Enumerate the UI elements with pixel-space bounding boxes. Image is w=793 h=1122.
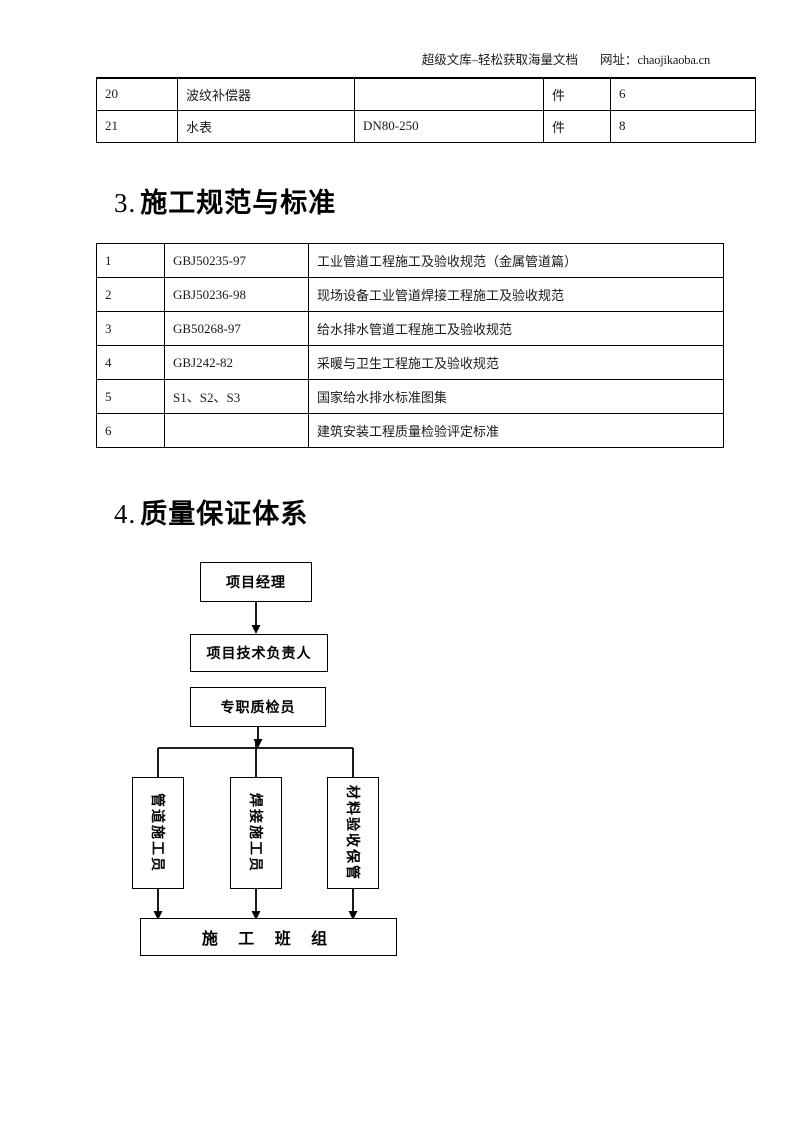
table-row: 4 GBJ242-82 采暖与卫生工程施工及验收规范 [96,345,724,380]
cell-qty: 6 [610,77,756,111]
cell-code: S1、S2、S3 [164,379,309,414]
flow-node-label: 管道施工员 [150,793,166,873]
cell-qty: 8 [610,109,756,143]
cell-name: 工业管道工程施工及验收规范（金属管道篇） [308,243,724,278]
cell-no: 5 [96,379,165,414]
flow-node-material-keeper: 材料验收保管 [327,777,379,889]
flow-node-label: 专职质检员 [220,699,296,715]
flow-node-project-manager: 项目经理 [200,562,312,602]
standards-table: 1 GBJ50235-97 工业管道工程施工及验收规范（金属管道篇） 2 GBJ… [96,243,724,448]
section-3-number: 3. [114,188,137,218]
cell-no: 3 [96,311,165,346]
section-3-heading: 3.施工规范与标准 [114,181,336,220]
cell-no: 20 [96,77,178,111]
cell-name: 给水排水管道工程施工及验收规范 [308,311,724,346]
cell-name: 国家给水排水标准图集 [308,379,724,414]
cell-code: GBJ242-82 [164,345,309,380]
flow-node-construction-team: 施 工 班 组 [140,918,397,956]
flow-node-tech-lead: 项目技术负责人 [190,634,328,672]
flow-node-label: 焊接施工员 [248,793,264,873]
quality-assurance-flowchart: 项目经理 项目技术负责人 专职质检员 管道施工员 焊接施工员 材料验收保管 施 … [120,550,420,970]
header-title: 超级文库–轻松获取海量文档 [421,53,578,67]
flow-node-label: 项目技术负责人 [206,645,312,661]
section-4-number: 4. [114,499,137,529]
page-header: 超级文库–轻松获取海量文档 网址：chaojikaoba.cn [95,53,710,68]
cell-unit: 件 [543,109,611,143]
cell-name: 水表 [177,109,355,143]
cell-code: GBJ50235-97 [164,243,309,278]
section-3-title: 施工规范与标准 [140,188,337,218]
table-row: 3 GB50268-97 给水排水管道工程施工及验收规范 [96,311,724,346]
header-url: chaojikaoba.cn [637,53,710,67]
cell-no: 4 [96,345,165,380]
cell-spec [354,77,544,111]
cell-name: 波纹补偿器 [177,77,355,111]
cell-no: 6 [96,413,165,448]
cell-spec: DN80-250 [354,109,544,143]
table-row: 1 GBJ50235-97 工业管道工程施工及验收规范（金属管道篇） [96,243,724,278]
cell-name: 采暖与卫生工程施工及验收规范 [308,345,724,380]
flowchart-connectors [153,602,358,920]
cell-code: GBJ50236-98 [164,277,309,312]
cell-name: 现场设备工业管道焊接工程施工及验收规范 [308,277,724,312]
cell-no: 21 [96,109,178,143]
cell-unit: 件 [543,77,611,111]
flow-node-label: 施 工 班 组 [201,931,336,948]
table-row: 2 GBJ50236-98 现场设备工业管道焊接工程施工及验收规范 [96,277,724,312]
cell-code [164,413,309,448]
cell-no: 2 [96,277,165,312]
cell-no: 1 [96,243,165,278]
cell-code: GB50268-97 [164,311,309,346]
flow-node-label: 项目经理 [226,574,286,590]
section-4-title: 质量保证体系 [140,499,309,529]
flow-node-qc-inspector: 专职质检员 [190,687,326,727]
table-row: 20 波纹补偿器 件 6 [96,77,756,111]
header-site-label: 网址： [599,53,638,67]
flow-node-label: 材料验收保管 [345,785,361,881]
table-row: 5 S1、S2、S3 国家给水排水标准图集 [96,379,724,414]
materials-table: 20 波纹补偿器 件 6 21 水表 DN80-250 件 8 [96,77,756,143]
table-row: 21 水表 DN80-250 件 8 [96,109,756,143]
cell-name: 建筑安装工程质量检验评定标准 [308,413,724,448]
table-row: 6 建筑安装工程质量检验评定标准 [96,413,724,448]
flow-node-pipe-worker: 管道施工员 [132,777,184,889]
section-4-heading: 4.质量保证体系 [114,492,308,531]
flow-node-weld-worker: 焊接施工员 [230,777,282,889]
